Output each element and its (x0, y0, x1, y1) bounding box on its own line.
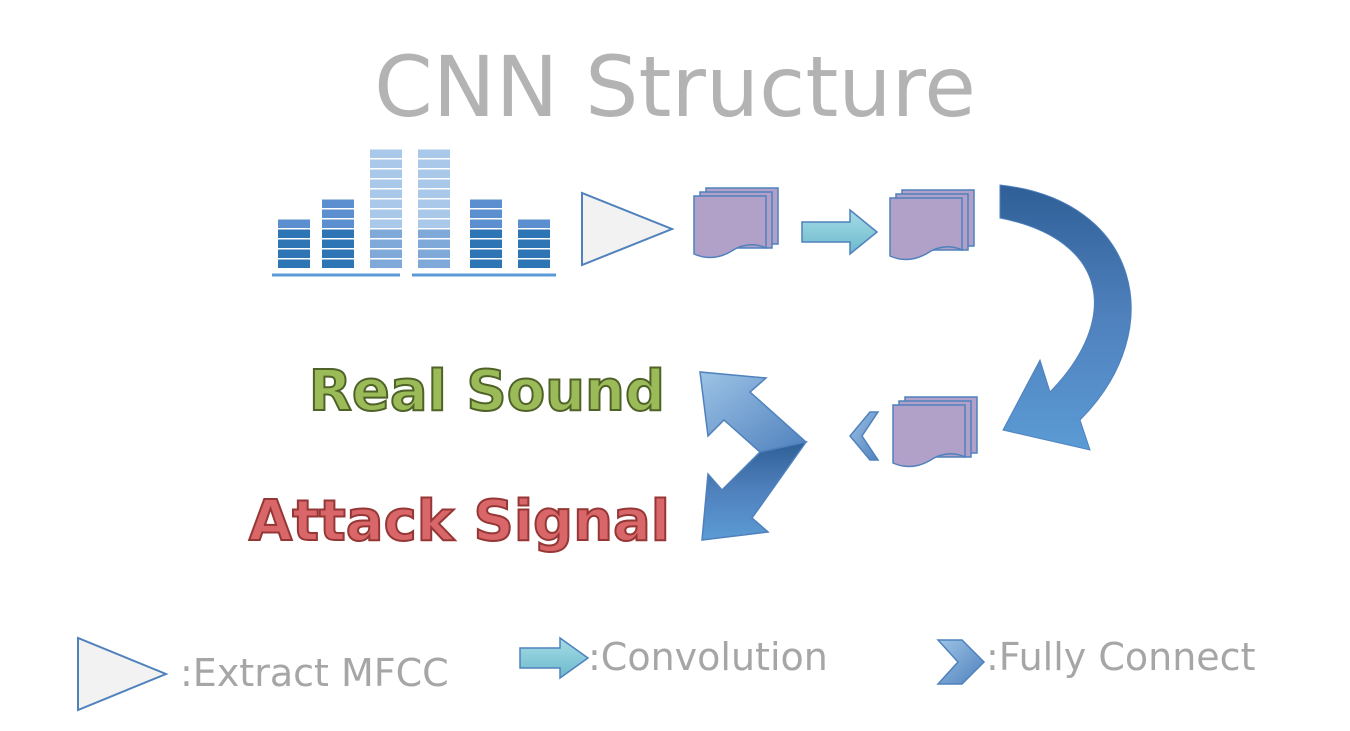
extract-mfcc-triangle (581, 191, 675, 267)
equalizer-bar-segment (370, 159, 402, 168)
curved-flow-arrow (999, 184, 1132, 451)
equalizer-bar-segment (518, 249, 550, 258)
equalizer-bar-segment (470, 239, 502, 248)
equalizer-bar-segment (370, 229, 402, 238)
equalizer-bar-segment (470, 219, 502, 228)
feature-map-stack-3 (892, 396, 978, 468)
equalizer-bar-segment (518, 259, 550, 268)
legend-convolution-label: :Convolution (588, 635, 828, 679)
feature-map-stack-1 (693, 187, 779, 259)
equalizer-bar-segment (278, 239, 310, 248)
equalizer-bar-segment (418, 189, 450, 198)
output-split-arrow (699, 371, 808, 541)
diagram-title: CNN Structure (374, 38, 976, 136)
legend-extract-triangle-icon (77, 636, 169, 712)
equalizer-bar-segment (322, 209, 354, 218)
equalizer-bar-segment (370, 249, 402, 258)
equalizer-bar-segment (418, 159, 450, 168)
equalizer-bar-segment (418, 259, 450, 268)
equalizer-bar-segment (278, 259, 310, 268)
equalizer-bar-segment (470, 199, 502, 208)
legend-fully-connect-label: :Fully Connect (986, 635, 1255, 679)
equalizer-bar-segment (418, 149, 450, 158)
equalizer-bar-segment (470, 249, 502, 258)
equalizer-bar-segment (418, 219, 450, 228)
real-sound-label: Real Sound (309, 359, 665, 424)
equalizer-bar-segment (370, 149, 402, 158)
equalizer-bar-segment (278, 249, 310, 258)
equalizer-bar-segment (322, 239, 354, 248)
equalizer-bar-segment (370, 169, 402, 178)
equalizer-bar-segment (418, 209, 450, 218)
equalizer-bar-segment (370, 239, 402, 248)
equalizer-bar-segment (322, 219, 354, 228)
legend-fully-connect-chevron-icon (936, 639, 986, 685)
equalizer-bar-segment (370, 259, 402, 268)
equalizer-bar-segment (322, 199, 354, 208)
equalizer-bar-segment (518, 229, 550, 238)
attack-signal-label: Attack Signal (249, 489, 670, 554)
equalizer-bar-segment (370, 189, 402, 198)
equalizer-bar-segment (418, 179, 450, 188)
equalizer-bar-segment (322, 249, 354, 258)
equalizer-bar-segment (322, 259, 354, 268)
equalizer-bar-segment (518, 219, 550, 228)
convolution-arrow (801, 208, 879, 256)
equalizer-bar-segment (370, 199, 402, 208)
equalizer-bar-segment (370, 209, 402, 218)
fully-connect-chevron (849, 411, 880, 461)
equalizer-bar-segment (418, 229, 450, 238)
equalizer-bar-segment (418, 239, 450, 248)
equalizer-bar-segment (418, 169, 450, 178)
equalizer-bar-segment (470, 209, 502, 218)
legend: :Extract MFCC :Convolution :Fully Connec… (77, 635, 1255, 712)
equalizer-bar-segment (418, 249, 450, 258)
equalizer-bar-segment (418, 199, 450, 208)
equalizer-bar-segment (370, 219, 402, 228)
legend-extract-label: :Extract MFCC (180, 651, 449, 695)
equalizer-bar-segment (518, 239, 550, 248)
equalizer-bar-segment (278, 219, 310, 228)
equalizer-bar-segment (370, 179, 402, 188)
equalizer-bar-segment (470, 229, 502, 238)
legend-convolution-arrow-icon (519, 636, 590, 680)
feature-map-stack-2 (889, 189, 975, 261)
audio-spectrum-icon (272, 149, 556, 277)
equalizer-bar-segment (278, 229, 310, 238)
equalizer-bar-segment (322, 229, 354, 238)
equalizer-bar-segment (470, 259, 502, 268)
